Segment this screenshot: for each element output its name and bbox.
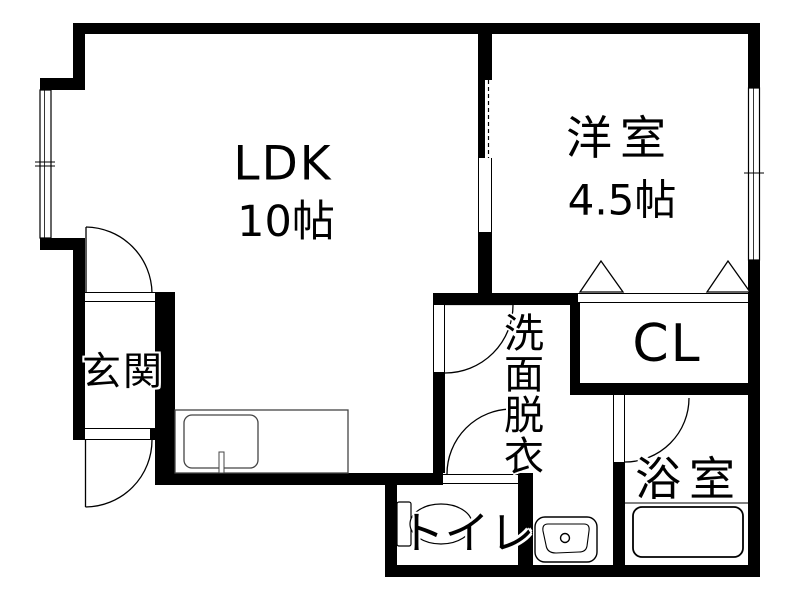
door-openings <box>85 80 748 485</box>
ldk-label: LDK <box>233 136 333 192</box>
toilet-door-opening <box>443 473 518 485</box>
entrance-ldk-door-arc <box>85 226 153 294</box>
bathroom-door-arc <box>624 397 690 463</box>
toilet-bowl <box>409 503 473 545</box>
wall-closet-bottom <box>570 383 760 395</box>
window-western-east <box>747 87 761 261</box>
washroom-door-arc <box>444 304 514 374</box>
ldk-size-label: 10帖 <box>237 197 335 247</box>
wall-top <box>73 23 760 34</box>
front-door-arc <box>85 439 153 508</box>
fixtures <box>174 409 748 563</box>
toilet-label: トイレ <box>399 506 535 560</box>
sliding-door-jamb <box>478 158 492 232</box>
closet-label: CL <box>632 314 702 374</box>
wall-right-lower <box>748 260 760 577</box>
closet-folding-door-left-icon <box>578 259 625 293</box>
toilet-door-arc <box>446 408 513 475</box>
front-door-opening <box>85 428 150 440</box>
entrance-label: 玄関 <box>81 350 165 395</box>
wall-bottom <box>385 565 760 577</box>
wall-bathroom-left <box>613 462 625 577</box>
wall-ldk-western-lower <box>478 232 492 293</box>
western-room-label: 洋室 <box>566 111 674 165</box>
window-ldk-west <box>39 89 52 239</box>
bathroom-door-jamb <box>613 395 625 462</box>
kitchen-faucet <box>218 451 225 474</box>
washroom-door-jamb <box>433 305 445 372</box>
front-door-jamb <box>85 428 150 440</box>
wall-ldk-washroom <box>433 372 445 485</box>
windows <box>35 87 764 261</box>
bathroom-door-opening <box>613 395 625 462</box>
bathroom-label: 浴室 <box>635 452 743 506</box>
closet-folding-door-right-icon <box>705 259 752 293</box>
closet-folding-doors <box>578 259 752 293</box>
wall-toilet-right <box>518 473 533 575</box>
wall-ldk-western-slider-pocket <box>478 80 485 158</box>
wall-ldk-western-upper <box>478 34 492 80</box>
wall-left-entrance <box>73 238 85 440</box>
washroom-label: 洗面脱衣 <box>497 312 543 476</box>
wall-ldk-bottom <box>158 473 443 485</box>
wall-western-bottom <box>478 293 578 305</box>
entrance-ldk-door-opening <box>85 292 155 302</box>
wall-right-upper <box>748 23 760 88</box>
washroom-door-opening <box>433 305 445 372</box>
wall-closet-left <box>570 293 580 395</box>
door-swings <box>84 226 690 508</box>
washbasin-drain <box>559 532 571 544</box>
closet-door-track <box>578 293 748 303</box>
walls <box>40 23 760 577</box>
toilet-door-jamb <box>443 474 518 484</box>
western-room-size-label: 4.5帖 <box>567 175 677 225</box>
wall-toilet-left <box>385 473 397 575</box>
window-ldk-west-tick <box>35 161 55 167</box>
wall-left-window-stub-top <box>40 78 85 90</box>
wall-left-upper <box>73 23 85 83</box>
closet-opening <box>578 293 748 303</box>
entrance-ldk-door-jamb <box>85 292 155 302</box>
bathtub <box>632 506 744 558</box>
wall-washroom-top <box>433 293 478 305</box>
wall-entrance-right <box>155 292 175 485</box>
sliding-door-opening <box>478 158 492 232</box>
